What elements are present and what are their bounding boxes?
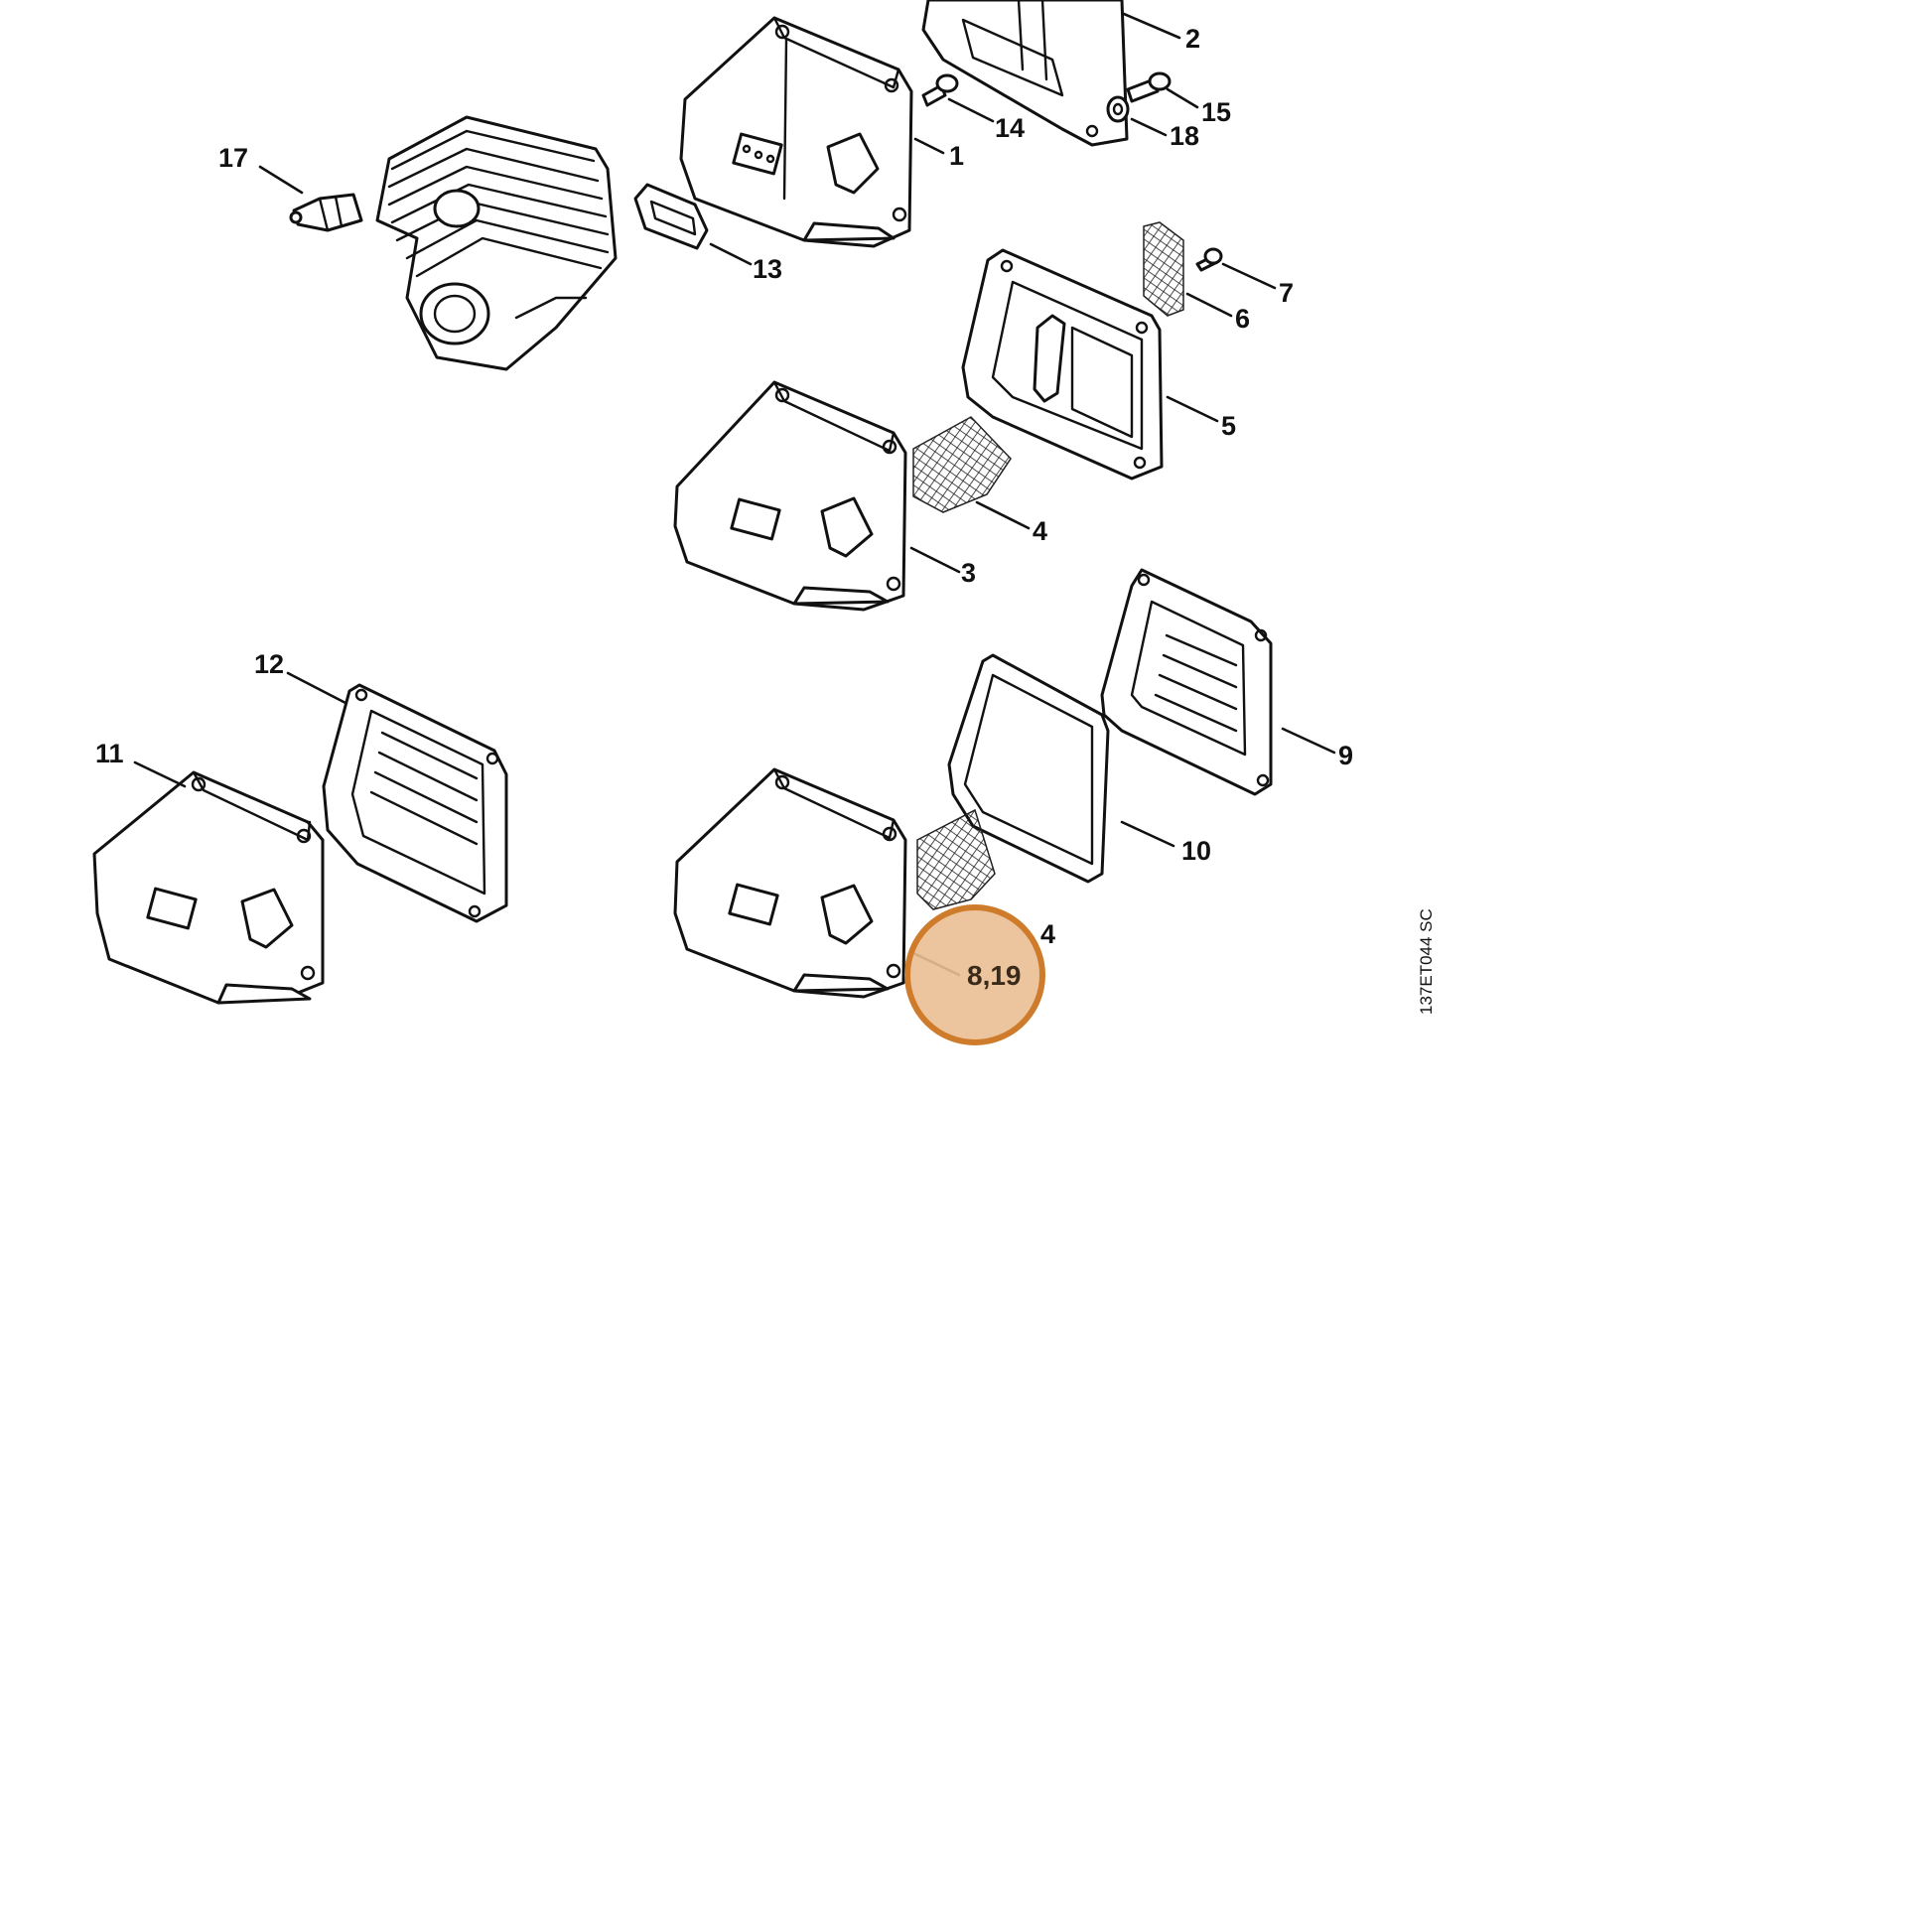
muffler-housing-11-part <box>92 770 325 1005</box>
cover-12-part <box>322 683 508 923</box>
cylinder-part <box>375 115 618 371</box>
callout-4-lower[interactable]: 4 <box>1040 919 1055 949</box>
spark-plug-part <box>289 193 363 232</box>
screw-14-part <box>921 73 959 107</box>
spark-screen-4-lower-part <box>916 808 996 910</box>
cover-2-part <box>921 0 1129 147</box>
spark-screen-4-upper-part <box>912 416 1012 513</box>
callout-15[interactable]: 15 <box>1201 97 1231 127</box>
callout-3[interactable]: 3 <box>961 558 976 588</box>
callout-6[interactable]: 6 <box>1235 304 1250 334</box>
callout-17[interactable]: 17 <box>218 143 248 173</box>
leader-lines <box>133 12 1336 977</box>
highlight-circle <box>904 904 1045 1045</box>
callout-10[interactable]: 10 <box>1181 836 1211 866</box>
cover-9-part <box>1100 568 1273 796</box>
callout-2[interactable]: 2 <box>1185 24 1200 54</box>
callout-12[interactable]: 12 <box>254 649 284 679</box>
muffler-housing-3-part <box>673 380 907 612</box>
drawing-code: 137ET044 SC <box>1417 908 1436 1015</box>
washer-18-part <box>1106 95 1130 123</box>
highlight-label[interactable]: 8,19 <box>967 960 1022 991</box>
callout-18[interactable]: 18 <box>1170 121 1199 151</box>
callout-4-upper[interactable]: 4 <box>1033 516 1047 546</box>
callout-1[interactable]: 1 <box>949 141 964 171</box>
cover-5-part <box>961 248 1164 481</box>
callout-5[interactable]: 5 <box>1221 411 1236 441</box>
callout-11[interactable]: 11 <box>95 739 124 768</box>
gasket-13-part <box>633 183 709 250</box>
callout-14[interactable]: 14 <box>995 113 1025 143</box>
muffler-housing-lower-part <box>673 767 907 999</box>
screw-7-part <box>1195 247 1223 272</box>
screw-15-part <box>1126 71 1172 103</box>
callout-7[interactable]: 7 <box>1279 278 1294 308</box>
highlight-callout[interactable]: 8,19 <box>904 904 1045 1045</box>
gasket-10-part <box>947 653 1110 884</box>
spark-screen-6-part <box>1143 221 1184 317</box>
callout-9[interactable]: 9 <box>1338 741 1353 770</box>
muffler-housing-1-part <box>679 16 913 248</box>
callout-13[interactable]: 13 <box>753 254 782 284</box>
